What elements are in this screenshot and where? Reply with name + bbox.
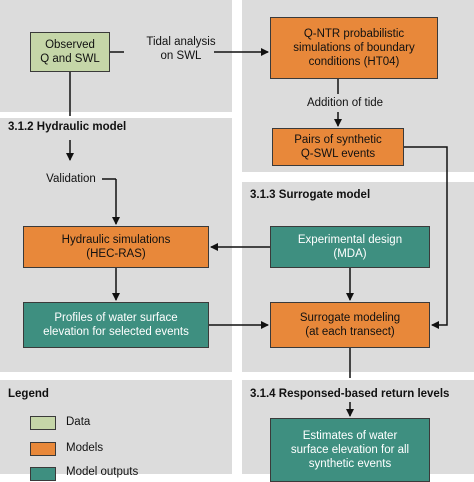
legend-label-models: Models bbox=[66, 442, 104, 454]
surrogate-modeling-box: Surrogate modeling (at each transect) bbox=[270, 302, 430, 348]
addition-of-tide-label: Addition of tide bbox=[306, 97, 384, 109]
estimates-output-box: Estimates of water surface elevation for… bbox=[270, 418, 430, 482]
validation-label: Validation bbox=[46, 173, 96, 185]
heading-surrogate-model: 3.1.3 Surrogate model bbox=[250, 189, 371, 201]
hydraulic-simulations-box: Hydraulic simulations (HEC-RAS) bbox=[23, 226, 209, 268]
heading-legend: Legend bbox=[8, 388, 49, 400]
synthetic-pairs-box: Pairs of synthetic Q-SWL events bbox=[272, 128, 404, 166]
experimental-design-box: Experimental design (MDA) bbox=[270, 226, 430, 268]
arrow-pairs-to-surrogate bbox=[404, 146, 448, 329]
legend-swatch-data bbox=[30, 416, 56, 430]
qntr-simulations-box: Q-NTR probabilistic simulations of bound… bbox=[270, 17, 438, 79]
observed-data-box: Observed Q and SWL bbox=[30, 32, 110, 72]
legend-swatch-models bbox=[30, 442, 56, 456]
legend-label-data: Data bbox=[66, 416, 91, 428]
heading-hydraulic-model: 3.1.2 Hydraulic model bbox=[8, 121, 127, 133]
profiles-output-box: Profiles of water surface elevation for … bbox=[23, 302, 209, 348]
heading-return-levels: 3.1.4 Responsed-based return levels bbox=[250, 388, 450, 400]
tidal-analysis-label: Tidal analysis on SWL bbox=[146, 36, 216, 62]
